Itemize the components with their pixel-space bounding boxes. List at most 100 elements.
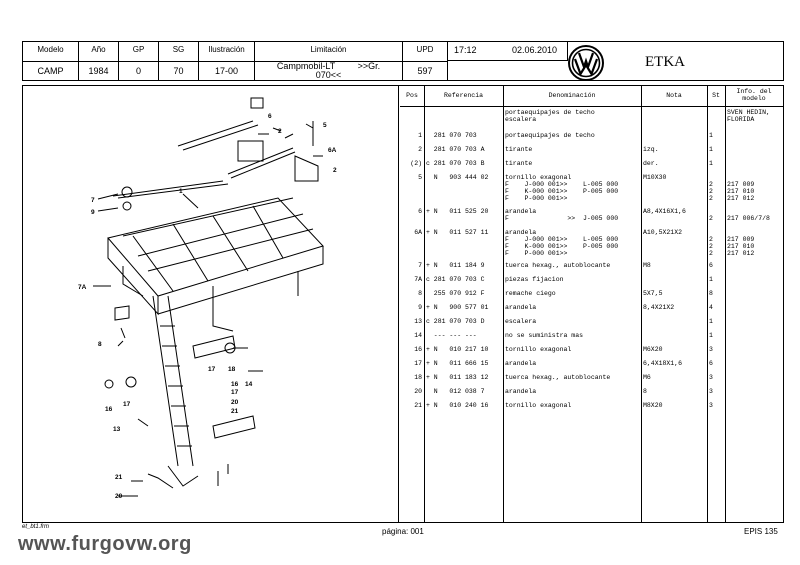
header-datetime: 17:12 02.06.2010 (448, 42, 568, 61)
cell-ref: 281 070 703 (426, 132, 485, 139)
label-6: 6 (268, 113, 272, 120)
cell-nota: A10,5X21X2 (643, 229, 683, 236)
cell-st: 4 (709, 304, 713, 311)
label-17a: 17 (208, 366, 216, 373)
cell-st: 3 (709, 402, 713, 409)
cell-st: 1 (709, 276, 713, 283)
label-5: 5 (323, 122, 327, 129)
label-9: 9 (91, 209, 95, 216)
cell-pos: 8 (418, 290, 422, 297)
cell-ref: 255 070 912 F (426, 290, 485, 297)
cell-den: tuerca hexag., autoblocante (505, 262, 611, 269)
cell-pos: 17 (414, 360, 422, 367)
cell-den: piezas fijacion (505, 276, 564, 283)
cell-ref: + N 011 183 12 (426, 374, 489, 381)
cell-ref: N 012 038 7 (426, 388, 485, 395)
label-2a: 2 (278, 128, 282, 135)
cell-ref: + N 011 527 11 (426, 229, 489, 236)
label-21a: 21 (231, 408, 239, 415)
cell-nota: M6X20 (643, 346, 663, 353)
cell-nota: 8,4X21X2 (643, 304, 675, 311)
cell-nota: M10X30 (643, 174, 667, 181)
file-name: et_bt1.frm (22, 524, 50, 530)
table-header: Pos Referencia Denominación Nota St Info… (400, 86, 783, 107)
cell-ref: + N 010 240 16 (426, 402, 489, 409)
cell-nota: M6 (643, 374, 651, 381)
cell-den: tornillo exagonal (505, 346, 572, 353)
cell-ref: + N 011 525 20 (426, 208, 489, 215)
cell-ref: c 281 070 703 C (426, 276, 485, 283)
cell-ref: + N 900 577 01 (426, 304, 489, 311)
label-8: 8 (98, 341, 102, 348)
cell-den: arandela F >> J-005 000 (505, 208, 619, 222)
brand-etka: ETKA (645, 54, 685, 70)
label-17c: 17 (123, 401, 131, 408)
label-16b: 16 (105, 406, 113, 413)
cell-den: tornillo exagonal (505, 402, 572, 409)
cell-pos: 9 (418, 304, 422, 311)
cell-ref: c 281 070 703 B (426, 160, 485, 167)
cell-pos: 16 (414, 346, 422, 353)
cell-st: 8 (709, 290, 713, 297)
cell-pos: 1 (418, 132, 422, 139)
cell-pos: 7A (414, 276, 422, 283)
cell-info: 217 006/7/8 (727, 215, 770, 222)
label-13: 13 (113, 426, 121, 433)
cell-den: tuerca hexag., autoblocante (505, 374, 611, 381)
cell-ref: 281 070 703 A (426, 146, 485, 153)
cell-st: 2 2 2 (709, 181, 713, 202)
cell-st: 2 (709, 215, 713, 222)
cell-st: 1 (709, 132, 713, 139)
cell-den: tornillo exagonal F J-000 001>> L-005 00… (505, 174, 619, 202)
cell-pos: 7 (418, 262, 422, 269)
cell-pos: 6A (414, 229, 422, 236)
cell-pos: 21 (414, 402, 422, 409)
cell-pos: 14 (414, 332, 422, 339)
label-1: 1 (179, 188, 183, 195)
cell-st: 1 (709, 332, 713, 339)
cell-nota: 5X7,5 (643, 290, 663, 297)
cell-ref: c 281 070 703 D (426, 318, 485, 325)
cell-nota: izq. (643, 146, 659, 153)
page-number: página: 001 (382, 527, 424, 536)
cell-info: 217 009 217 010 217 012 (727, 181, 755, 202)
cell-nota: 6,4X18X1,6 (643, 360, 683, 367)
label-17b: 17 (231, 389, 239, 396)
cell-pos: 2 (418, 146, 422, 153)
cell-st: 1 (709, 318, 713, 325)
cell-st: 1 (709, 160, 713, 167)
cell-den: arandela F J-000 001>> L-005 000 F K-000… (505, 229, 619, 257)
label-18: 18 (228, 366, 236, 373)
cell-nota: 8 (643, 388, 647, 395)
exploded-drawing: 1 2 5 6 6A 2 7 9 7A 8 13 17 18 16 14 17 … (78, 97, 337, 500)
cell-pos: 20 (414, 388, 422, 395)
cell-nota: M8X20 (643, 402, 663, 409)
parts-table: Pos Referencia Denominación Nota St Info… (400, 86, 783, 522)
cell-st: 2 2 2 (709, 236, 713, 257)
cell-den: remache ciego (505, 290, 556, 297)
cell-nota: der. (643, 160, 659, 167)
cell-den: no se suministra mas (505, 332, 584, 339)
parts-diagram: 1 2 5 6 6A 2 7 9 7A 8 13 17 18 16 14 17 … (23, 86, 399, 522)
cell-den: portaequipajes de techo escalera (505, 109, 595, 123)
cell-st: 1 (709, 146, 713, 153)
cell-st: 3 (709, 346, 713, 353)
cell-st: 3 (709, 388, 713, 395)
cell-ref: --- --- --- (426, 332, 477, 339)
cell-nota: A8,4X16X1,6 (643, 208, 686, 215)
cell-den: arandela (505, 388, 537, 395)
label-7a: 7A (78, 284, 87, 291)
cell-ref: + N 010 217 10 (426, 346, 489, 353)
content-frame: 1 2 5 6 6A 2 7 9 7A 8 13 17 18 16 14 17 … (22, 85, 784, 523)
label-20a: 20 (231, 399, 239, 406)
cell-ref: + N 011 184 9 (426, 262, 485, 269)
cell-st: 6 (709, 360, 713, 367)
cell-st: 6 (709, 262, 713, 269)
label-21b: 21 (115, 474, 123, 481)
cell-den: tirante (505, 160, 533, 167)
cell-pos: 6 (418, 208, 422, 215)
cell-pos: 13 (414, 318, 422, 325)
cell-nota: M8 (643, 262, 651, 269)
label-2b: 2 (333, 167, 337, 174)
